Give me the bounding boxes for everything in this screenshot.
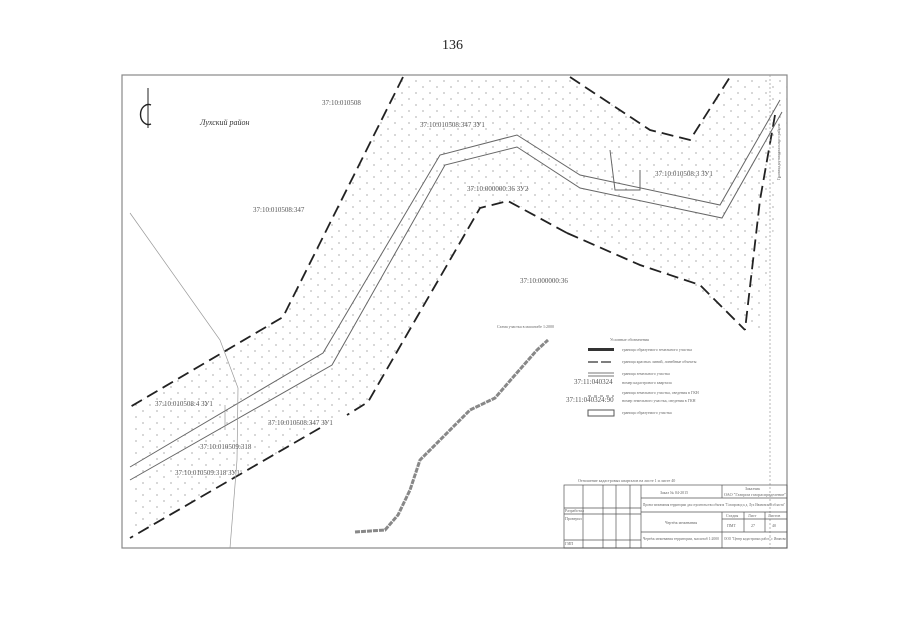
organization: ООО "Центр кадастровых работ" г. Иваново: [724, 536, 786, 541]
legend-symbol: [588, 348, 614, 351]
parcel-boundaries: [129, 76, 776, 539]
drawing-desc: Чертёж межевания территории, масштаб 1:2…: [643, 536, 719, 542]
legend-label: граница земельного участка: [622, 371, 670, 376]
legend-label: граница земельного участка, сведения в Г…: [622, 390, 699, 396]
legend-label: номер кадастрового квартала: [622, 380, 672, 385]
parcel-label: 37:10:010508:4 ЗУ1: [155, 400, 213, 408]
district-label: Лухский район: [199, 118, 250, 127]
parcel-label: 37:10:010509:318 ЗУ1: [175, 469, 240, 477]
scheme-chain: [354, 338, 550, 534]
scheme-caption: Схема участка в масштабе 1:2000: [497, 324, 554, 329]
parcel-label: 37:10:000000:36: [520, 277, 568, 285]
customer-label: Заказчик: [745, 486, 760, 491]
sheets-header: Листов: [768, 513, 780, 518]
sheet-header: Лист: [748, 513, 757, 518]
parcel-label: 37:10:010508: [322, 99, 361, 107]
legend-label: граница образуемого земельного участка: [622, 347, 692, 352]
role-label: ГИП: [565, 541, 573, 546]
pipeline-route: [129, 99, 783, 481]
auxiliary-lines: [129, 75, 771, 549]
legend-label: граница красных линий, линейные объекты: [622, 359, 697, 365]
object-title: Проект межевания территории для строител…: [643, 502, 785, 507]
sheet-title: Чертёж межевания: [665, 520, 697, 525]
stage-header: Стадия: [726, 513, 738, 518]
parcel-label: 37:10:010508:3 ЗУ1: [655, 170, 713, 178]
parcel-label: 37:10:010508:347 ЗУ1: [268, 419, 333, 427]
legend-label: номер земельного участка, сведения в ГКН: [622, 398, 696, 404]
side-note: Граница муниципального района: [776, 123, 781, 180]
corridor-area: [130, 77, 787, 538]
role-label: Проверил: [565, 516, 582, 521]
parcel-label: 37:10:010509:318: [200, 443, 252, 451]
role-label: Разработал: [565, 508, 584, 513]
parcel-label: 37:10:010508:347: [253, 206, 305, 214]
title-block: Отношение кадастровых кварталов на листе…: [563, 478, 788, 549]
page-number: 136: [442, 38, 463, 53]
north-arrow-icon: [139, 88, 152, 128]
customer: ОАО "Газпром газораспределение": [724, 492, 786, 497]
top-note: Отношение кадастровых кварталов на листе…: [578, 478, 675, 483]
legend-symbol-text: 37:11:040324: [574, 378, 613, 386]
legend-title: Условные обозначения: [610, 337, 649, 342]
legend-symbol: [587, 409, 615, 417]
project-code: Заказ № 04-2015: [660, 490, 688, 495]
stage-value: ПМТ: [727, 523, 736, 528]
legend: Условные обозначения 37:11:040324 37:11:…: [566, 337, 699, 417]
sheet-value: 27: [751, 523, 755, 528]
parcel-label: 37:10:000000:36 ЗУ2: [467, 185, 529, 193]
map-frame: [121, 74, 788, 549]
parcel-label: 37:10:010508:347 ЗУ1: [420, 121, 485, 129]
sheets-value: 40: [772, 523, 776, 528]
legend-symbol-text: 37:11:040324:90: [566, 396, 614, 404]
legend-label: граница образуемого участка: [622, 410, 672, 415]
